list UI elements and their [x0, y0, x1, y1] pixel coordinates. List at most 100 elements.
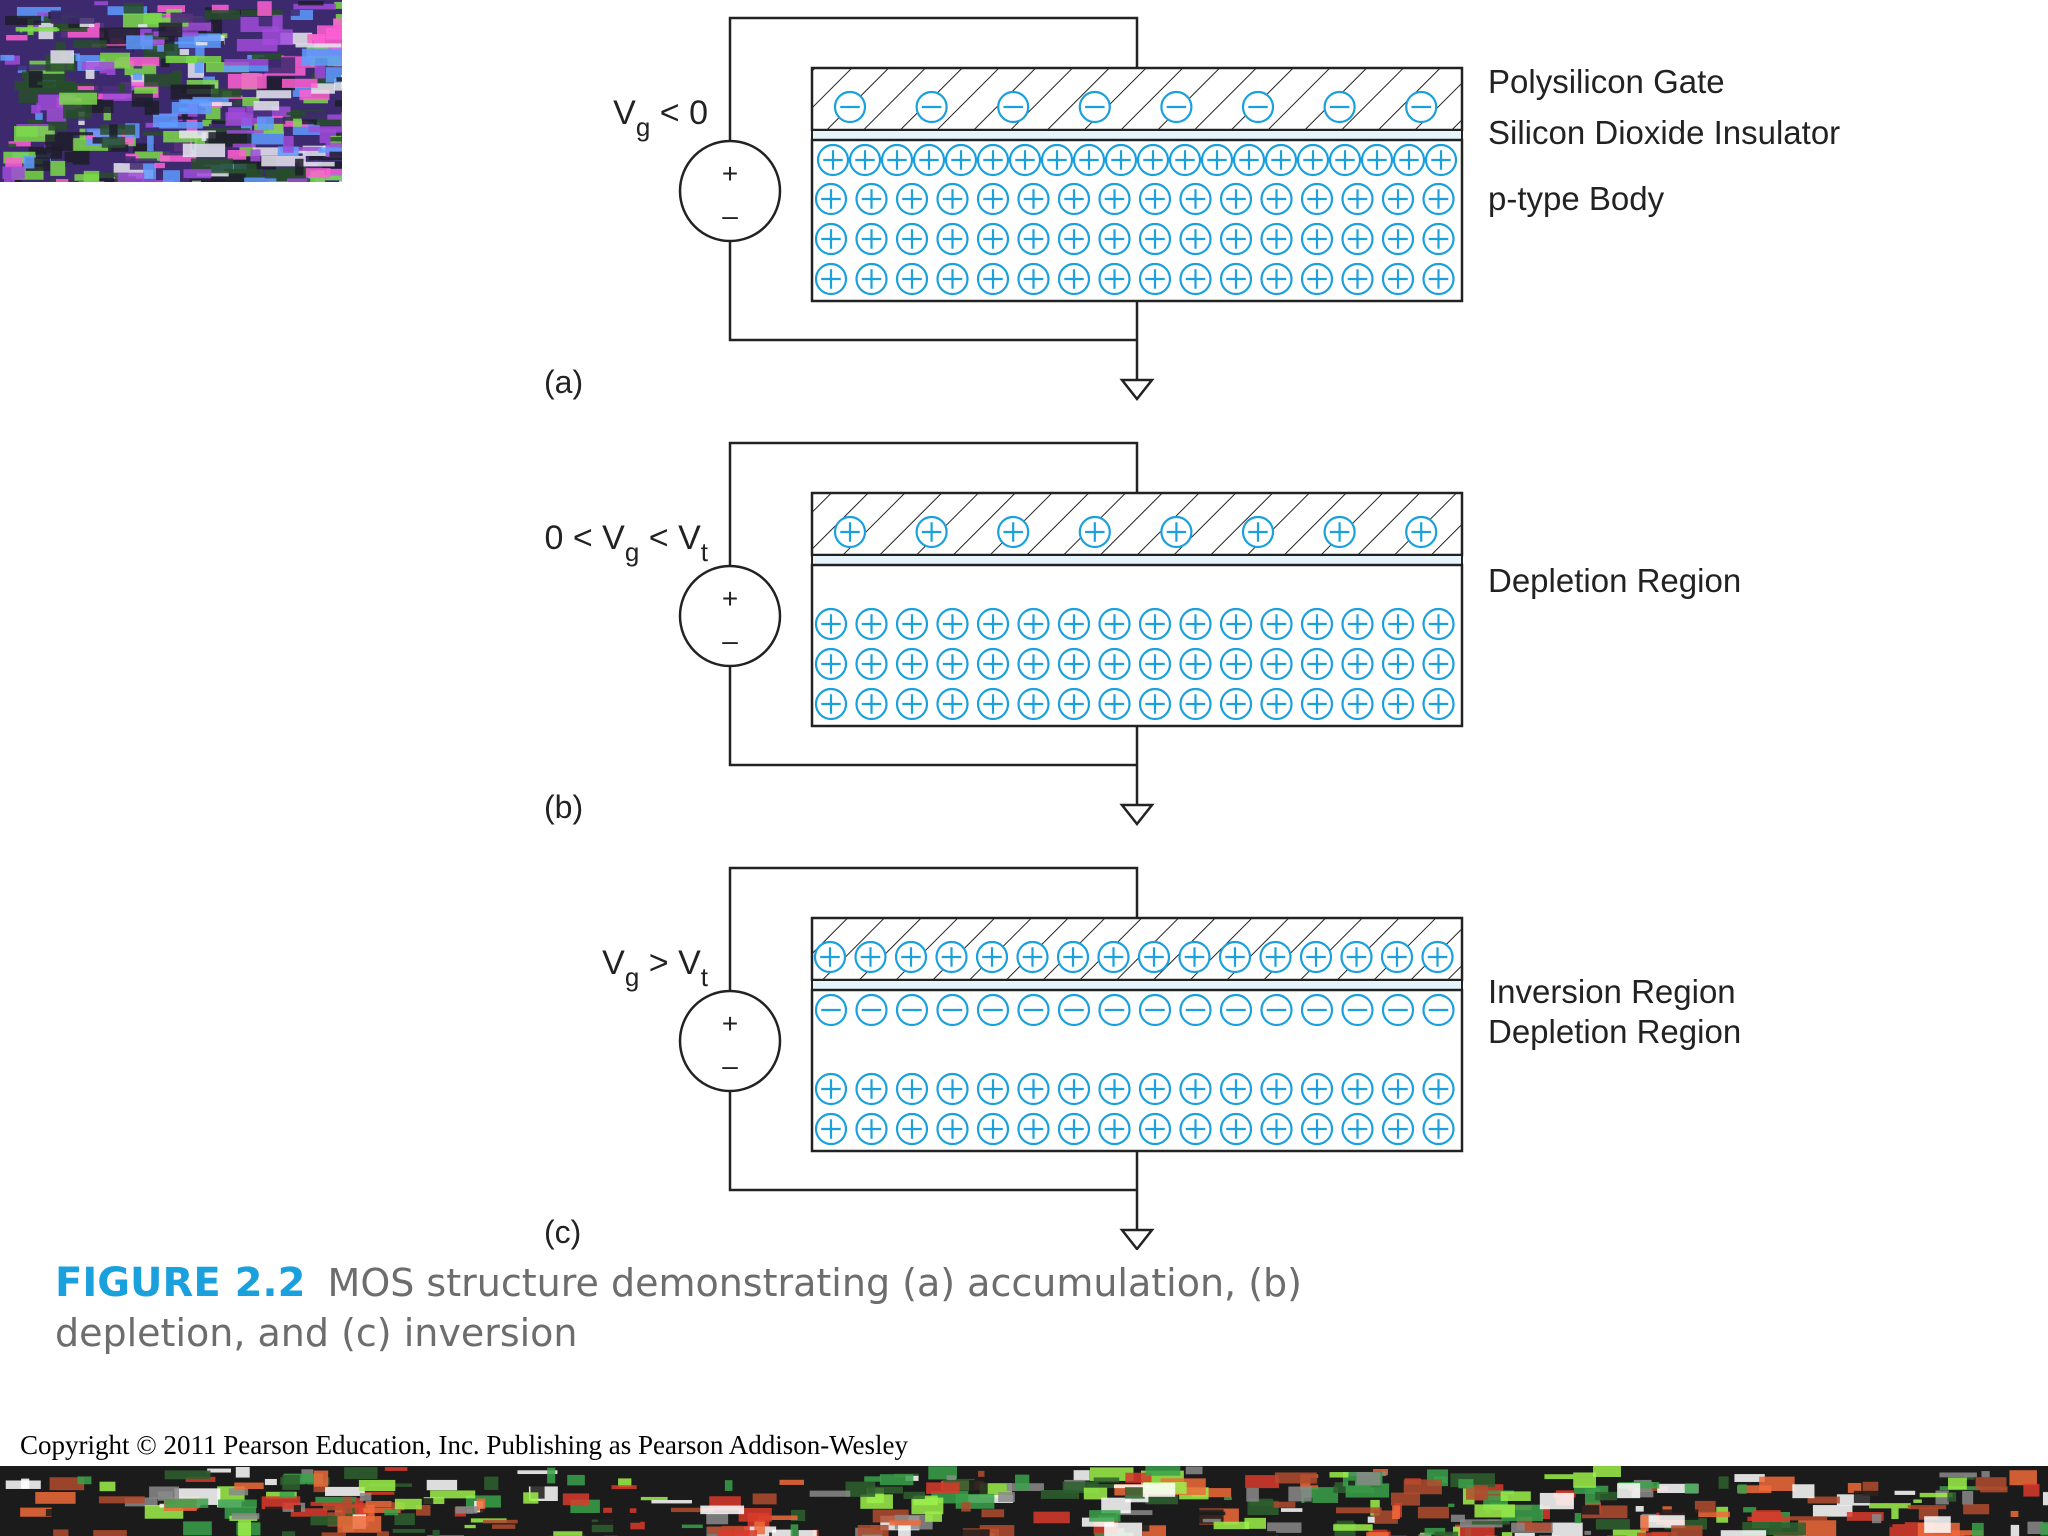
positive-charge-icon: [1381, 262, 1415, 296]
positive-charge-icon: [1098, 222, 1131, 256]
positive-charge-icon: [1098, 262, 1131, 296]
negative-charge-icon: [1300, 993, 1334, 1027]
positive-charge-icon: [1381, 647, 1415, 681]
positive-charge-icon: [1300, 607, 1334, 641]
positive-charge-icon: [1178, 940, 1211, 974]
positive-charge-icon: [1136, 143, 1170, 177]
negative-charge-icon: [1138, 993, 1172, 1027]
positive-charge-icon: [1098, 1072, 1131, 1106]
negative-charge-icon: [1057, 993, 1091, 1027]
positive-charge-icon: [814, 687, 848, 721]
positive-charge-icon: [1360, 143, 1394, 177]
positive-charge-icon: [936, 647, 969, 681]
panel-b: +–0 < Vg < Vt(b)Depletion Region: [544, 441, 1741, 827]
positive-charge-icon: [936, 262, 969, 296]
positive-charge-icon: [814, 1072, 848, 1106]
positive-charge-icon: [1179, 687, 1212, 721]
positive-charge-icon: [1057, 687, 1091, 721]
positive-charge-icon: [1260, 687, 1293, 721]
positive-charge-icon: [855, 607, 888, 641]
gate-charges: [833, 515, 1438, 549]
region-label: Depletion Region: [1488, 562, 1741, 599]
ground-icon: [1119, 803, 1155, 827]
negative-charge-icon: [1260, 993, 1293, 1027]
positive-charge-icon: [1179, 262, 1212, 296]
positive-charge-icon: [855, 182, 888, 216]
negative-charge-icon: [1341, 993, 1374, 1027]
positive-charge-icon: [814, 1112, 848, 1146]
positive-charge-icon: [816, 143, 850, 177]
positive-charge-icon: [936, 687, 969, 721]
positive-charge-icon: [1098, 182, 1131, 216]
negative-charge-icon: [1241, 90, 1275, 124]
positive-charge-icon: [915, 515, 948, 549]
positive-charge-icon: [833, 515, 867, 549]
positive-charge-icon: [814, 262, 848, 296]
gate-charges: [813, 940, 1454, 974]
positive-charge-icon: [1219, 687, 1253, 721]
positive-charge-icon: [814, 182, 848, 216]
positive-charge-icon: [1104, 143, 1138, 177]
positive-charge-icon: [855, 687, 888, 721]
positive-charge-icon: [1381, 607, 1415, 641]
circuit-wires: [728, 441, 1139, 805]
positive-charge-icon: [976, 647, 1010, 681]
positive-charge-icon: [1380, 940, 1414, 974]
positive-charge-icon: [1232, 143, 1266, 177]
body-charges: [814, 607, 1455, 721]
body-charges: [814, 143, 1458, 296]
positive-charge-icon: [1300, 182, 1334, 216]
positive-charge-icon: [1341, 647, 1374, 681]
positive-charge-icon: [997, 515, 1030, 549]
positive-charge-icon: [1138, 607, 1172, 641]
positive-charge-icon: [976, 687, 1010, 721]
positive-charge-icon: [880, 143, 914, 177]
positive-charge-icon: [1057, 182, 1091, 216]
positive-charge-icon: [1422, 182, 1455, 216]
positive-charge-icon: [1381, 182, 1415, 216]
positive-charge-icon: [1300, 647, 1334, 681]
positive-charge-icon: [1424, 143, 1458, 177]
positive-charge-icon: [1300, 687, 1334, 721]
positive-charge-icon: [1300, 222, 1334, 256]
negative-charge-icon: [936, 993, 969, 1027]
positive-charge-icon: [1405, 515, 1438, 549]
positive-charge-icon: [895, 222, 929, 256]
positive-charge-icon: [854, 940, 887, 974]
positive-charge-icon: [976, 1112, 1010, 1146]
oxide-layer: [811, 129, 1463, 141]
source-minus-sign: –: [722, 1050, 738, 1081]
voltage-source-icon: +–: [678, 139, 782, 243]
gate-charges: [833, 90, 1438, 124]
negative-charge-icon: [997, 90, 1030, 124]
positive-charge-icon: [1138, 687, 1172, 721]
negative-charge-icon: [976, 993, 1010, 1027]
positive-charge-icon: [1008, 143, 1042, 177]
positive-charge-icon: [1422, 1112, 1455, 1146]
chip-die-banner: [0, 1466, 2048, 1536]
positive-charge-icon: [1138, 1112, 1172, 1146]
positive-charge-icon: [1160, 515, 1193, 549]
negative-charge-icon: [1179, 993, 1212, 1027]
positive-charge-icon: [1328, 143, 1362, 177]
positive-charge-icon: [1078, 515, 1111, 549]
negative-charge-icon: [1017, 993, 1050, 1027]
region-label: Silicon Dioxide Insulator: [1488, 114, 1840, 151]
positive-charge-icon: [1098, 607, 1131, 641]
voltage-source-icon: +–: [678, 989, 782, 1093]
positive-charge-icon: [936, 1112, 969, 1146]
positive-charge-icon: [1219, 647, 1253, 681]
positive-charge-icon: [895, 182, 929, 216]
positive-charge-icon: [1017, 607, 1050, 641]
region-label: Depletion Region: [1488, 1013, 1741, 1050]
positive-charge-icon: [1300, 1112, 1334, 1146]
negative-charge-icon: [1160, 90, 1193, 124]
negative-charge-icon: [1381, 993, 1415, 1027]
positive-charge-icon: [1260, 1112, 1293, 1146]
positive-charge-icon: [1138, 262, 1172, 296]
positive-charge-icon: [895, 647, 929, 681]
positive-charge-icon: [1218, 940, 1252, 974]
positive-charge-icon: [1179, 647, 1212, 681]
negative-charge-icon: [1422, 993, 1455, 1027]
